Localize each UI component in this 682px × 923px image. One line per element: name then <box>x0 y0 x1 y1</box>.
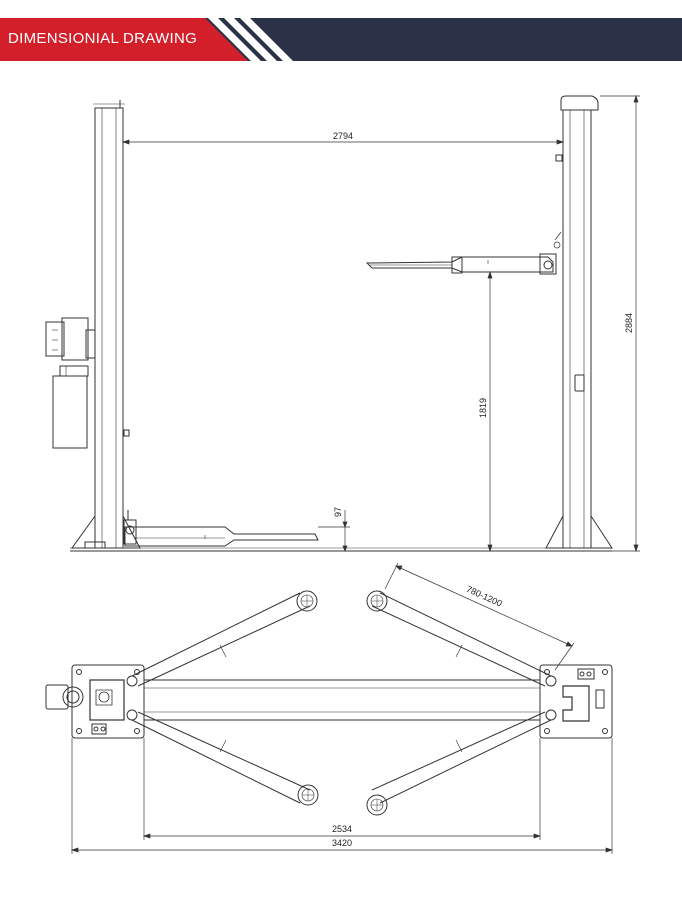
left-upper-arm <box>131 590 318 687</box>
right-upper-arm <box>366 590 552 687</box>
power-unit <box>45 317 96 449</box>
dim-min-height <box>318 510 350 552</box>
cross-beam <box>144 679 540 721</box>
dim-overall-width <box>70 738 614 854</box>
dim-label-arm-reach: 780-1200 <box>465 584 504 609</box>
dim-label-inner-width: 2534 <box>332 824 352 834</box>
dim-label-overall-width: 3420 <box>332 838 352 848</box>
dim-arm-reach <box>384 562 575 671</box>
lowered-lift-arm <box>123 510 319 547</box>
dim-label-max-lift-height: 1819 <box>478 398 488 418</box>
plan-view <box>45 562 614 854</box>
right-lower-arm <box>366 711 552 816</box>
section-banner <box>0 18 682 61</box>
banner-stripe <box>240 18 293 61</box>
left-base-plate <box>45 664 145 739</box>
banner-title: DIMENSIONIAL DRAWING <box>8 30 198 47</box>
front-elevation <box>45 94 640 553</box>
dim-label-min-height: 97 <box>333 507 343 517</box>
dim-column-span <box>121 139 565 145</box>
left-lower-arm <box>131 711 319 806</box>
banner-stripe <box>208 18 261 61</box>
dim-max-lift-height <box>487 270 493 553</box>
banner-red-block <box>0 18 248 61</box>
right-column <box>545 95 613 549</box>
dim-label-overall-height: 2884 <box>624 313 634 333</box>
banner-stripe <box>224 18 277 61</box>
raised-lift-arm <box>365 231 562 275</box>
dim-overall-height <box>600 94 640 553</box>
dim-inner-width <box>142 738 542 840</box>
dim-label-column-span: 2794 <box>333 131 353 141</box>
left-column <box>71 100 141 549</box>
